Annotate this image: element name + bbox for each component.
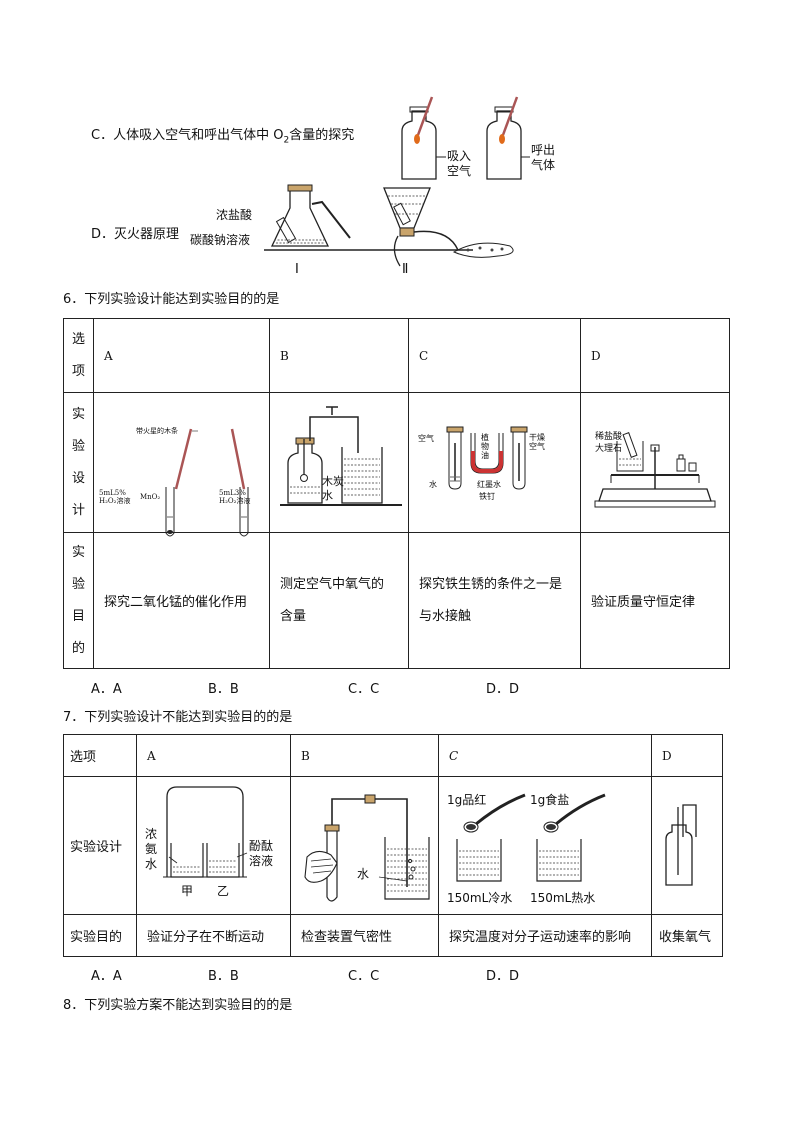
q6-c-nail-label: 铁钉 <box>479 492 495 501</box>
q5-fig-1-label: Ⅰ <box>295 262 299 277</box>
q7-a-phenol-label: 酚酞溶液 <box>249 839 274 868</box>
q7-design-b: 水 <box>290 776 439 915</box>
q7-header-c: C <box>438 734 652 777</box>
q7-header-d: D <box>651 734 723 777</box>
q6-c-figure <box>446 426 528 490</box>
q5-inhale-label: 吸入 空气 <box>447 149 472 178</box>
q8-stem: 8．下列实验方案不能达到实验目的的是 <box>63 998 293 1013</box>
q6-a-figure <box>165 428 249 537</box>
q6-design-d: 稀盐酸 大理石 <box>580 392 730 533</box>
q5-option-d: D．灭火器原理 <box>91 227 180 242</box>
q6-d-marble-label: 大理石 <box>595 444 623 454</box>
q7-answer-d[interactable]: D．D <box>486 969 520 984</box>
q6-purpose-a: 探究二氧化锰的催化作用 <box>93 532 270 669</box>
q6-design-c: 空气 植物油 干燥空气 红墨水 水 铁钉 <box>408 392 581 533</box>
q6-row-option: 选项 A B C D <box>63 318 730 393</box>
q7-c-hot-label: 150mL热水 <box>530 891 596 905</box>
q6-option-label: 选项 <box>63 318 94 393</box>
q7-header-a: A <box>136 734 291 777</box>
q7-a-ammonia-label: 浓氨水 <box>145 827 158 871</box>
q6-d-figure <box>594 432 716 508</box>
q6-header-b: B <box>269 318 409 393</box>
q7-c-cold-label: 150mL冷水 <box>447 891 513 905</box>
q7-row-purpose: 实验目的 验证分子在不断运动 检查装置气密性 探究温度对分子运动速率的影响 收集… <box>63 914 723 957</box>
q7-design-d <box>651 776 723 915</box>
q5-option-c: C．人体吸入空气和呼出气体中 O2含量的探究 <box>91 128 355 146</box>
q6-design-b: 木炭 水 <box>269 392 409 533</box>
q7-c-salt-label: 1g食盐 <box>530 793 570 807</box>
q6-a-top-label: 带火星的木条 <box>136 427 178 435</box>
q7-a-figure <box>163 786 248 878</box>
q7-design-c: 1g品红 1g食盐 150mL冷水 150mL热水 <box>438 776 652 915</box>
q7-stem: 7．下列实验设计不能达到实验目的的是 <box>63 710 293 725</box>
q7-a-jia-label: 甲 <box>181 884 194 898</box>
q7-purpose-c: 探究温度对分子运动速率的影响 <box>438 914 652 957</box>
q6-purpose-label: 实验目的 <box>63 532 94 669</box>
q7-c-dye-label: 1g品红 <box>447 793 487 807</box>
q6-b-charcoal-label: 木炭 <box>322 475 344 488</box>
q5-fig-2-label: Ⅱ <box>402 262 409 277</box>
q7-answer-a[interactable]: A．A <box>91 969 122 984</box>
q7-purpose-label: 实验目的 <box>63 914 137 957</box>
q5-exhale-label: 呼出 气体 <box>531 143 556 172</box>
q6-design-label: 实验设计 <box>63 392 94 533</box>
q7-c-figure <box>456 793 606 882</box>
q5-na2co3-label: 碳酸钠溶液 <box>190 233 251 247</box>
q7-answer-options: A．A B．B C．C D．D <box>0 965 794 984</box>
q6-purpose-b: 测定空气中氧气的含量 <box>269 532 409 669</box>
q6-b-figure <box>280 406 402 506</box>
q6-row-purpose: 实验目的 探究二氧化锰的催化作用 测定空气中氧气的含量 探究铁生锈的条件之一是与… <box>63 532 730 669</box>
q7-d-figure <box>665 804 697 886</box>
q6-design-a: 带火星的木条 5mL5%H₂O₂溶液 MnO₂ 5mL3%H₂O₂溶液 <box>93 392 270 537</box>
q7-design-label: 实验设计 <box>63 776 137 915</box>
q7-row-design: 实验设计 浓氨水 酚酞溶液 甲 乙 <box>63 776 723 915</box>
q6-c-water-label: 水 <box>429 480 437 489</box>
q5-c-figure <box>401 96 530 180</box>
q6-purpose-c: 探究铁生锈的条件之一是与水接触 <box>408 532 581 669</box>
q7-answer-b[interactable]: B．B <box>208 969 239 984</box>
q6-b-water-label: 水 <box>322 489 333 502</box>
q7-purpose-b: 检查装置气密性 <box>290 914 439 957</box>
q6-answer-a[interactable]: A．A <box>91 682 122 697</box>
q6-header-a: A <box>93 318 270 393</box>
q5-hcl-label: 浓盐酸 <box>216 208 253 222</box>
q7-a-yi-label: 乙 <box>217 884 230 898</box>
q6-a-mno2-label: MnO₂ <box>140 493 161 501</box>
q7-option-label: 选项 <box>63 734 137 777</box>
q7-table: 选项 A B C D 实验设计 浓氨水 酚酞溶液 甲 <box>63 734 723 957</box>
q6-answer-d[interactable]: D．D <box>486 682 520 697</box>
q5-d-figure <box>264 184 514 267</box>
q7-b-figure <box>304 794 430 902</box>
q6-header-c: C <box>408 318 581 393</box>
q7-design-a: 浓氨水 酚酞溶液 甲 乙 <box>136 776 291 915</box>
q6-header-d: D <box>580 318 730 393</box>
q6-table: 选项 A B C D 实验设计 带火星的木条 5mL5%H₂O₂溶液 MnO₂ <box>63 318 730 669</box>
q7-header-b: B <box>290 734 439 777</box>
q6-answer-options: A．A B．B C．C D．D <box>0 678 794 697</box>
q6-answer-c[interactable]: C．C <box>348 682 380 697</box>
q6-purpose-d: 验证质量守恒定律 <box>580 532 730 669</box>
q6-c-air-label: 空气 <box>418 434 434 443</box>
q6-a-left-label: 5mL5%H₂O₂溶液 <box>99 489 131 505</box>
q6-c-dry-air-label: 干燥空气 <box>529 433 545 451</box>
q7-purpose-d: 收集氧气 <box>651 914 723 957</box>
q6-c-oil-label: 植物油 <box>481 433 489 460</box>
q6-row-design: 实验设计 带火星的木条 5mL5%H₂O₂溶液 MnO₂ 5mL3%H₂O₂溶液 <box>63 392 730 537</box>
q6-answer-b[interactable]: B．B <box>208 682 239 697</box>
q7-b-water-label: 水 <box>357 867 370 881</box>
q6-stem: 6．下列实验设计能达到实验目的的是 <box>63 292 280 307</box>
q6-a-right-label: 5mL3%H₂O₂溶液 <box>219 489 251 505</box>
q7-answer-c[interactable]: C．C <box>348 969 380 984</box>
q7-purpose-a: 验证分子在不断运动 <box>136 914 291 957</box>
q6-d-hcl-label: 稀盐酸 <box>595 432 623 442</box>
q6-c-red-water-label: 红墨水 <box>477 480 501 489</box>
q7-row-option: 选项 A B C D <box>63 734 723 777</box>
